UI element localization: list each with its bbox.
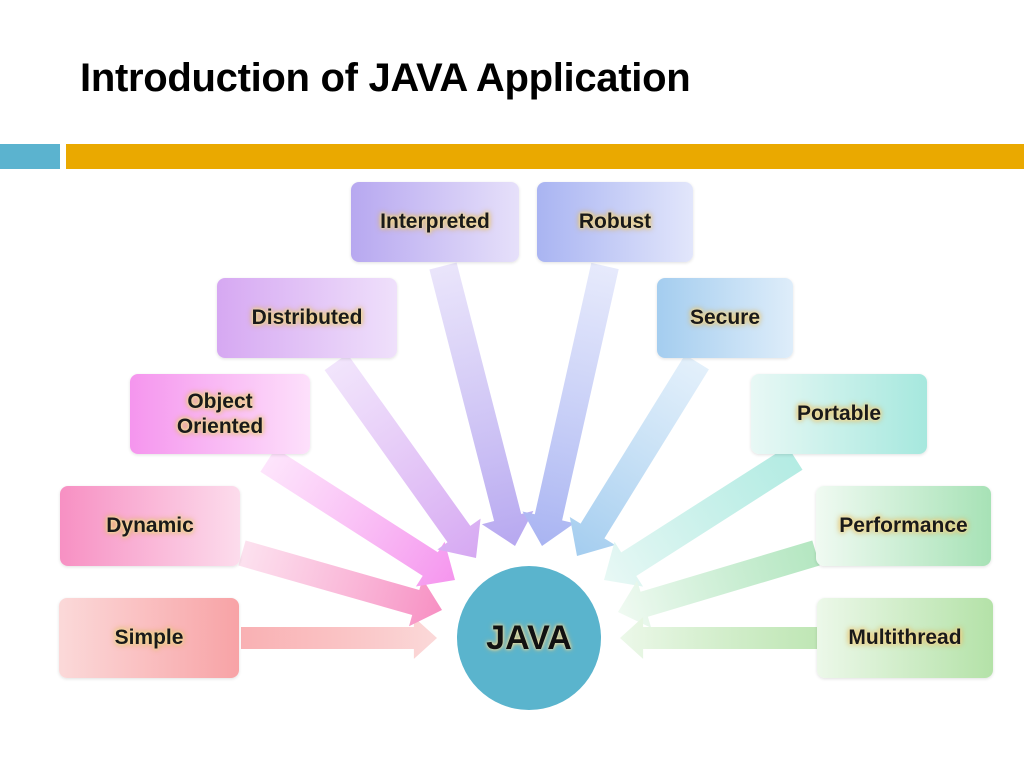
- feature-box-portable: Portable: [751, 374, 927, 454]
- arrow-multithread: [620, 617, 817, 659]
- feature-box-performance: Performance: [816, 486, 991, 566]
- feature-box-multithread: Multithread: [817, 598, 993, 678]
- slide-title: Introduction of JAVA Application: [80, 56, 691, 100]
- arrow-secure: [569, 354, 709, 556]
- feature-label-secure: Secure: [689, 306, 761, 330]
- arrow-robust: [522, 262, 619, 546]
- arrow-object-oriented: [260, 448, 455, 587]
- feature-label-performance: Performance: [839, 514, 968, 538]
- feature-box-interpreted: Interpreted: [351, 182, 519, 262]
- feature-box-robust: Robust: [537, 182, 693, 262]
- accent-bar-gold: [66, 144, 1024, 169]
- arrow-distributed: [324, 353, 481, 558]
- feature-label-distributed: Distributed: [251, 306, 363, 330]
- feature-box-secure: Secure: [657, 278, 793, 358]
- feature-box-dynamic: Dynamic: [60, 486, 240, 566]
- arrow-performance: [618, 540, 820, 628]
- arrow-dynamic: [238, 540, 442, 627]
- arrow-interpreted: [429, 262, 534, 546]
- feature-label-multithread: Multithread: [848, 626, 962, 650]
- feature-box-simple: Simple: [59, 598, 239, 678]
- feature-box-distributed: Distributed: [217, 278, 397, 358]
- accent-bar-blue: [0, 144, 60, 169]
- feature-label-interpreted: Interpreted: [380, 210, 490, 234]
- arrow-portable: [604, 446, 803, 587]
- feature-box-object-oriented: Object Oriented: [130, 374, 310, 454]
- feature-label-portable: Portable: [796, 402, 882, 426]
- feature-label-dynamic: Dynamic: [106, 514, 194, 538]
- java-hub-circle: JAVA: [457, 566, 601, 710]
- feature-label-robust: Robust: [578, 210, 652, 234]
- feature-label-object-oriented: Object Oriented: [176, 389, 264, 438]
- arrow-simple: [241, 617, 437, 659]
- feature-label-simple: Simple: [114, 626, 184, 650]
